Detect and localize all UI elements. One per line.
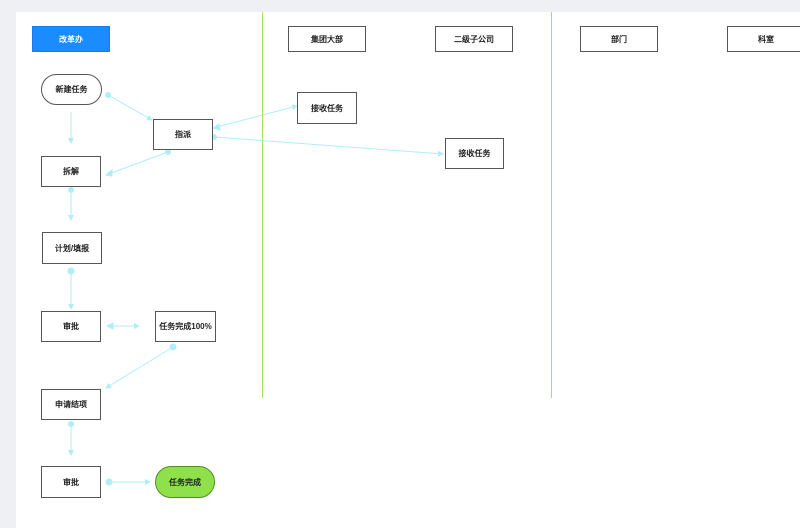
lane-header-group-hq[interactable]: 集团大部 <box>288 26 366 52</box>
node-decompose[interactable]: 拆解 <box>41 156 101 187</box>
node-task-done[interactable]: 任务完成 <box>155 466 215 498</box>
lane-header-subsidiary[interactable]: 二级子公司 <box>435 26 513 52</box>
node-plan-fill[interactable]: 计划/填报 <box>42 232 102 264</box>
lane-divider <box>262 12 263 398</box>
node-assign[interactable]: 指派 <box>153 119 213 150</box>
node-approve-2[interactable]: 审批 <box>41 466 101 498</box>
node-receive-task-group[interactable]: 接收任务 <box>297 92 357 124</box>
lane-divider <box>551 12 552 398</box>
lane-header-department[interactable]: 部门 <box>580 26 658 52</box>
diagram-canvas <box>16 12 800 528</box>
node-task-100[interactable]: 任务完成100% <box>155 311 216 342</box>
node-receive-task-subsidiary[interactable]: 接收任务 <box>445 138 504 169</box>
node-new-task[interactable]: 新建任务 <box>41 74 102 105</box>
lane-header-reform-office[interactable]: 改革办 <box>32 26 110 52</box>
node-approve-1[interactable]: 审批 <box>41 311 101 342</box>
lane-header-section[interactable]: 科室 <box>727 26 800 52</box>
node-apply-close[interactable]: 申请结项 <box>41 389 101 420</box>
